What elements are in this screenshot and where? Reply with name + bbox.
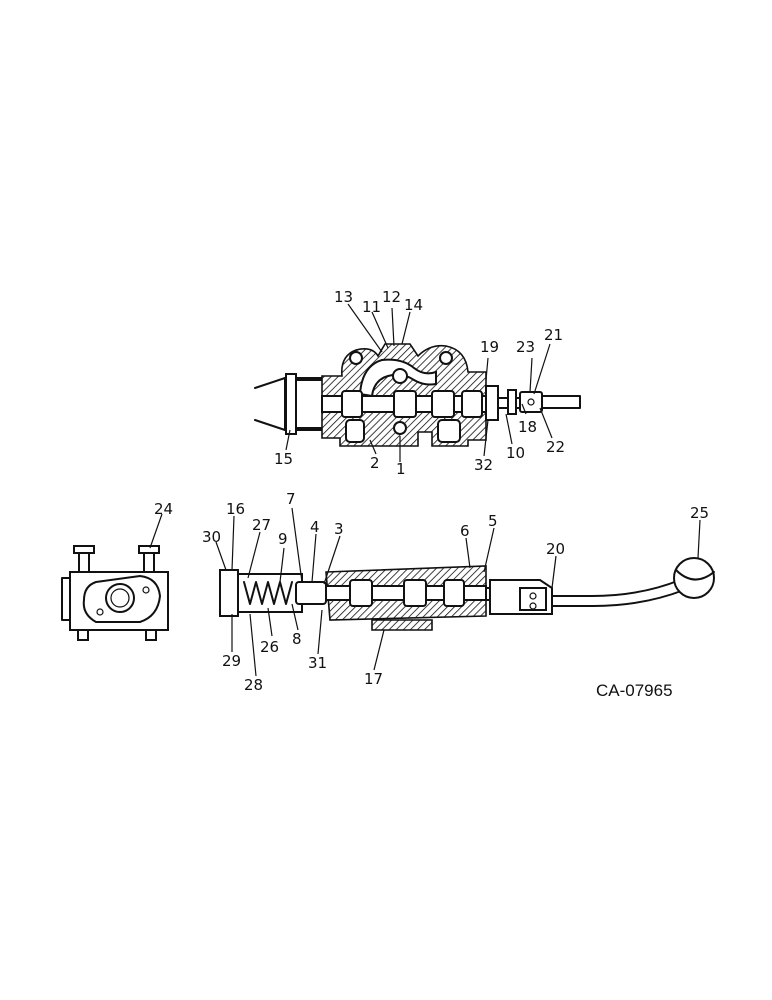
callout-12: 12 — [382, 288, 401, 306]
callout-11: 11 — [362, 298, 381, 316]
valve-lever-assembly — [219, 557, 715, 631]
callout-31: 31 — [308, 654, 327, 672]
callout-6: 6 — [460, 522, 470, 540]
callout-32: 32 — [474, 456, 493, 474]
callout-1: 1 — [396, 460, 406, 478]
callout-10: 10 — [506, 444, 525, 462]
callout-23: 23 — [516, 338, 535, 356]
callout-22: 22 — [546, 438, 565, 456]
callout-3: 3 — [334, 520, 344, 538]
drawing-reference: CA-07965 — [596, 681, 673, 700]
callout-2: 2 — [370, 454, 380, 472]
callout-28: 28 — [244, 676, 263, 694]
callout-20: 20 — [546, 540, 565, 558]
callout-7: 7 — [286, 490, 296, 508]
callout-9: 9 — [278, 530, 288, 548]
callout-18: 18 — [518, 418, 537, 436]
callout-16: 16 — [226, 500, 245, 518]
callout-21: 21 — [544, 326, 563, 344]
callout-4: 4 — [310, 518, 320, 536]
callout-15: 15 — [274, 450, 293, 468]
callout-26: 26 — [260, 638, 279, 656]
callout-29: 29 — [222, 652, 241, 670]
callout-8: 8 — [292, 630, 302, 648]
callout-13: 13 — [334, 288, 353, 306]
callouts: 13 11 12 14 19 23 21 15 2 1 32 10 18 22 … — [154, 288, 709, 700]
callout-14: 14 — [404, 296, 423, 314]
callout-5: 5 — [488, 512, 498, 530]
end-cover-view — [61, 545, 169, 641]
callout-24: 24 — [154, 500, 173, 518]
callout-30: 30 — [202, 528, 221, 546]
callout-17: 17 — [364, 670, 383, 688]
leader-lines — [149, 303, 701, 677]
callout-19: 19 — [480, 338, 499, 356]
callout-25: 25 — [690, 504, 709, 522]
callout-27: 27 — [252, 516, 271, 534]
control-valve-section — [254, 343, 581, 447]
